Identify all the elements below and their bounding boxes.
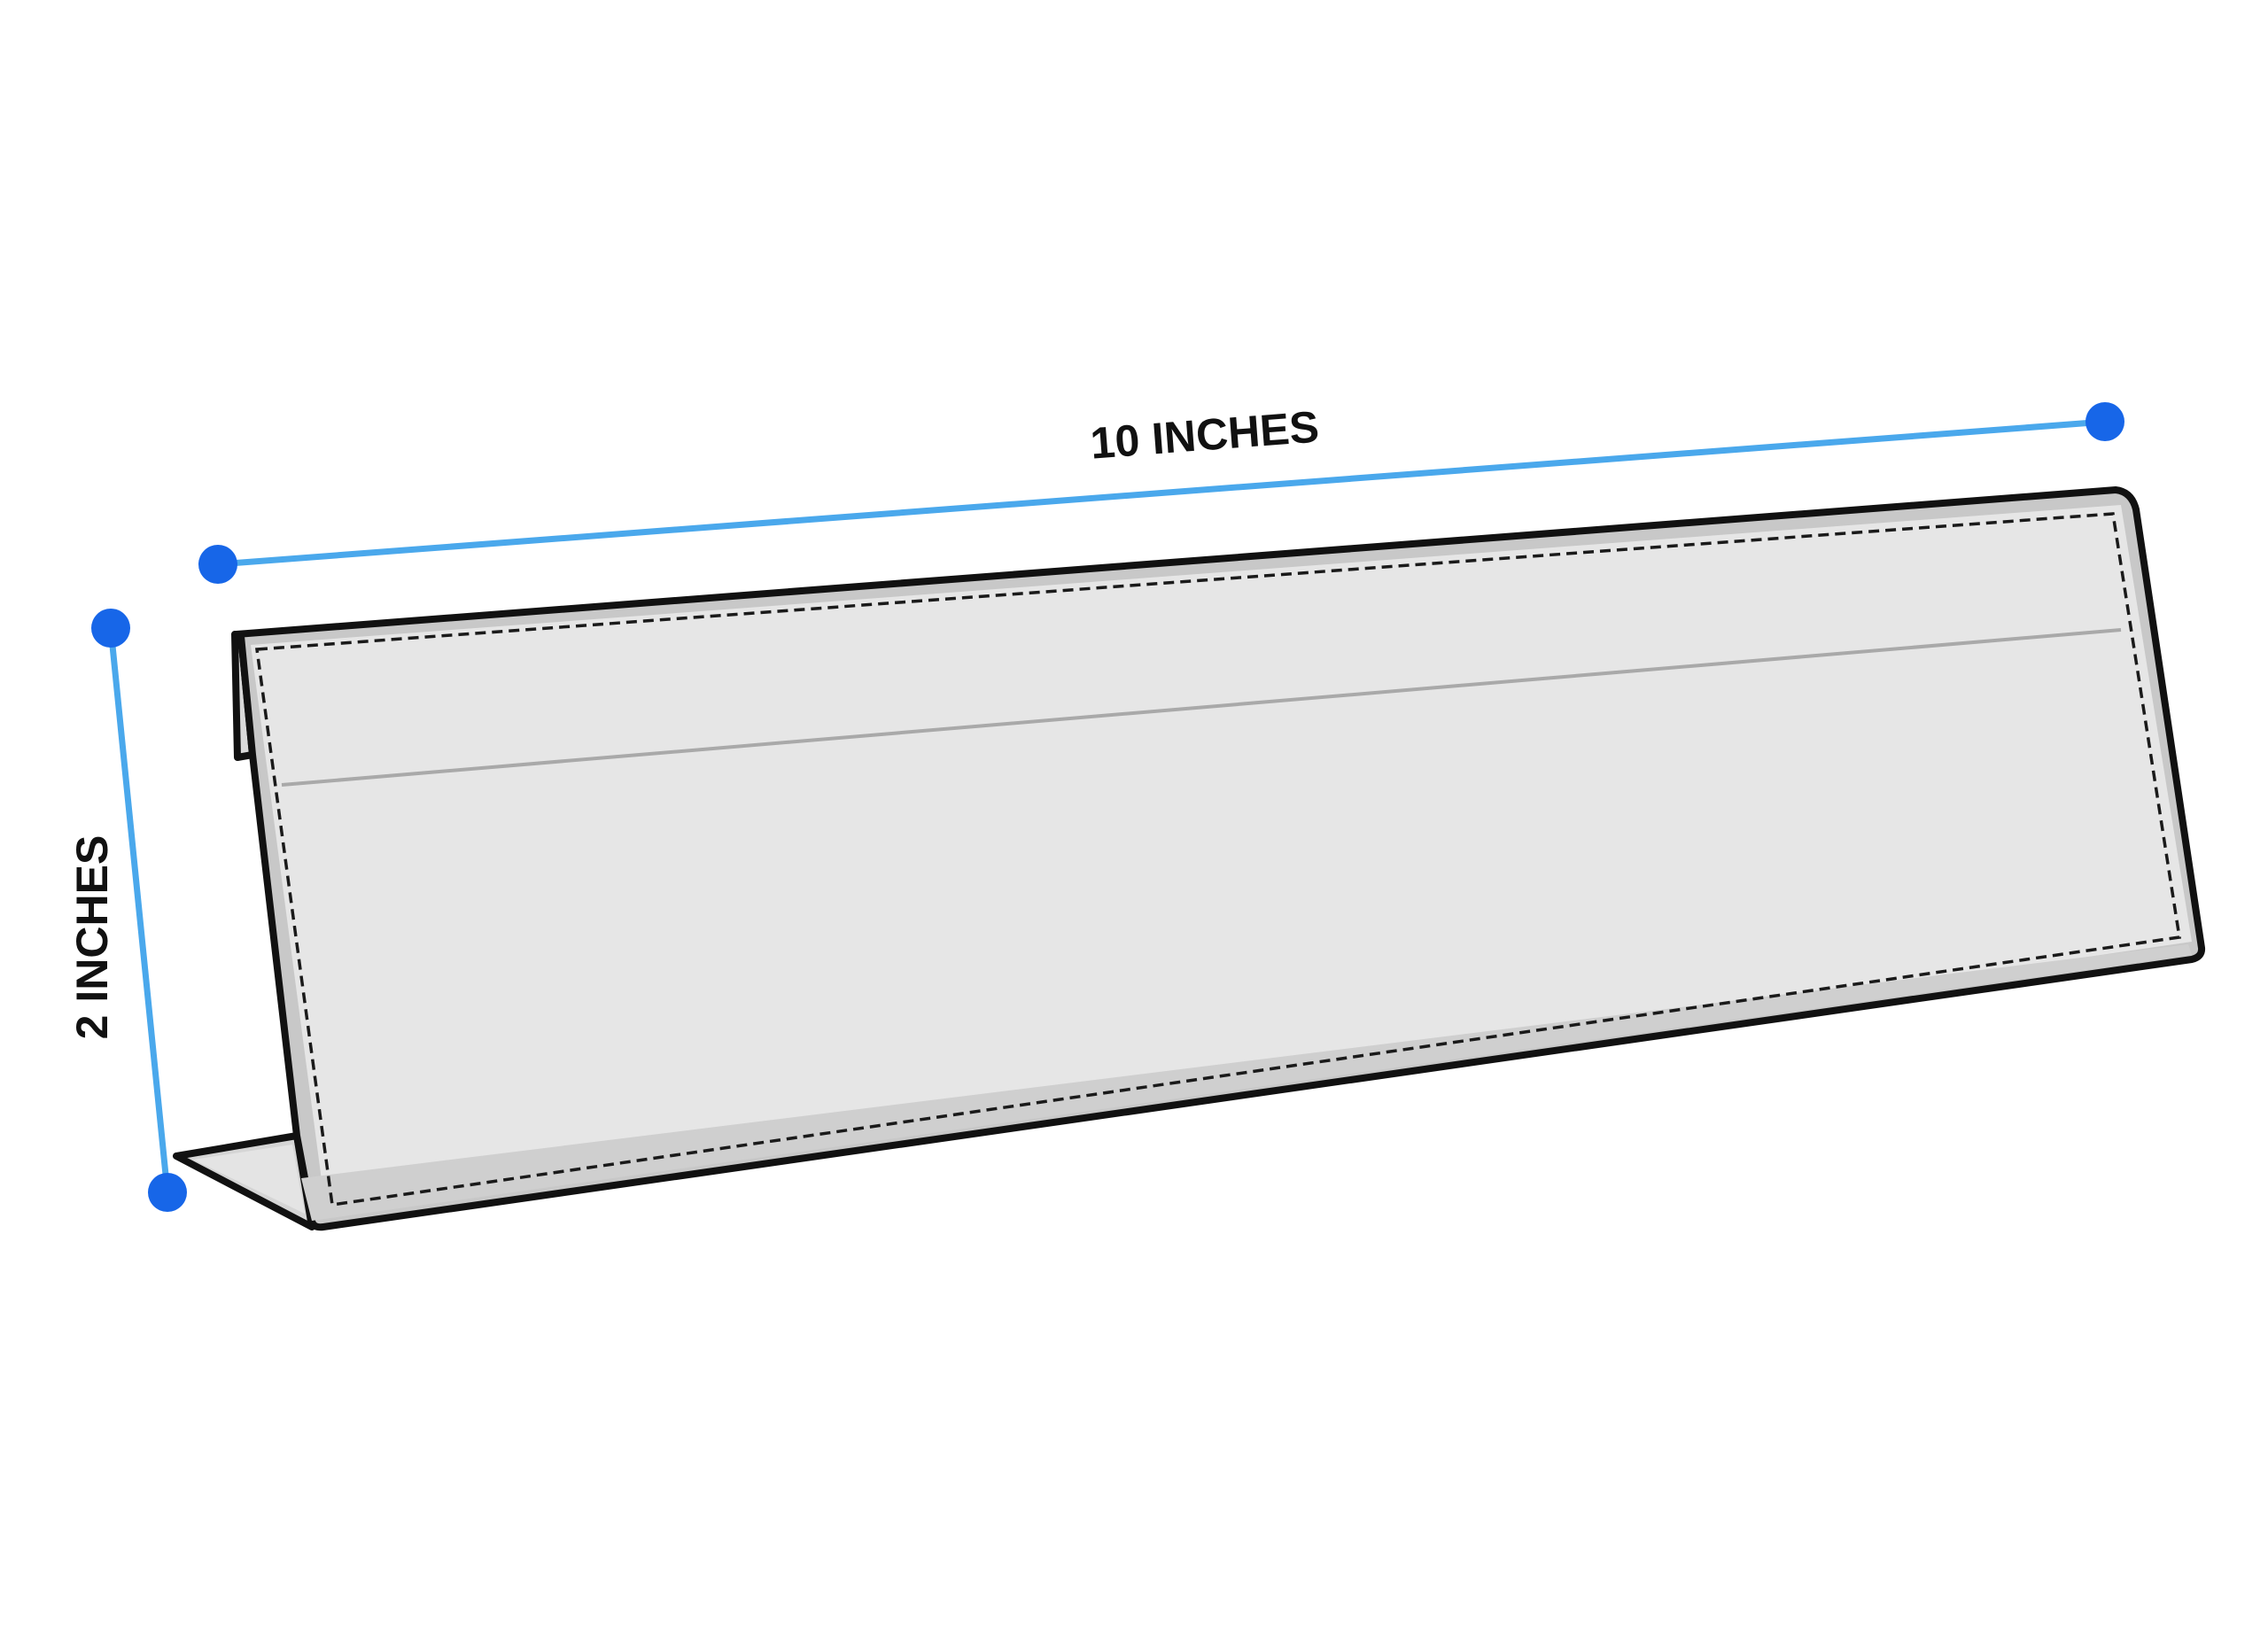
front-panel bbox=[233, 486, 2206, 1231]
width-start-dot bbox=[198, 545, 237, 584]
height-dimension: 2 INCHES bbox=[67, 609, 187, 1212]
height-start-dot bbox=[91, 609, 130, 648]
fold-line bbox=[281, 628, 2122, 787]
width-end-dot bbox=[2085, 402, 2124, 441]
height-label: 2 INCHES bbox=[67, 835, 117, 1040]
height-dimension-line bbox=[107, 625, 171, 1196]
base-foot bbox=[173, 1132, 315, 1230]
stitch-border bbox=[255, 512, 2182, 1207]
width-dimension-line bbox=[214, 418, 2109, 568]
height-end-dot bbox=[148, 1173, 187, 1212]
width-label: 10 INCHES bbox=[1089, 401, 1321, 468]
